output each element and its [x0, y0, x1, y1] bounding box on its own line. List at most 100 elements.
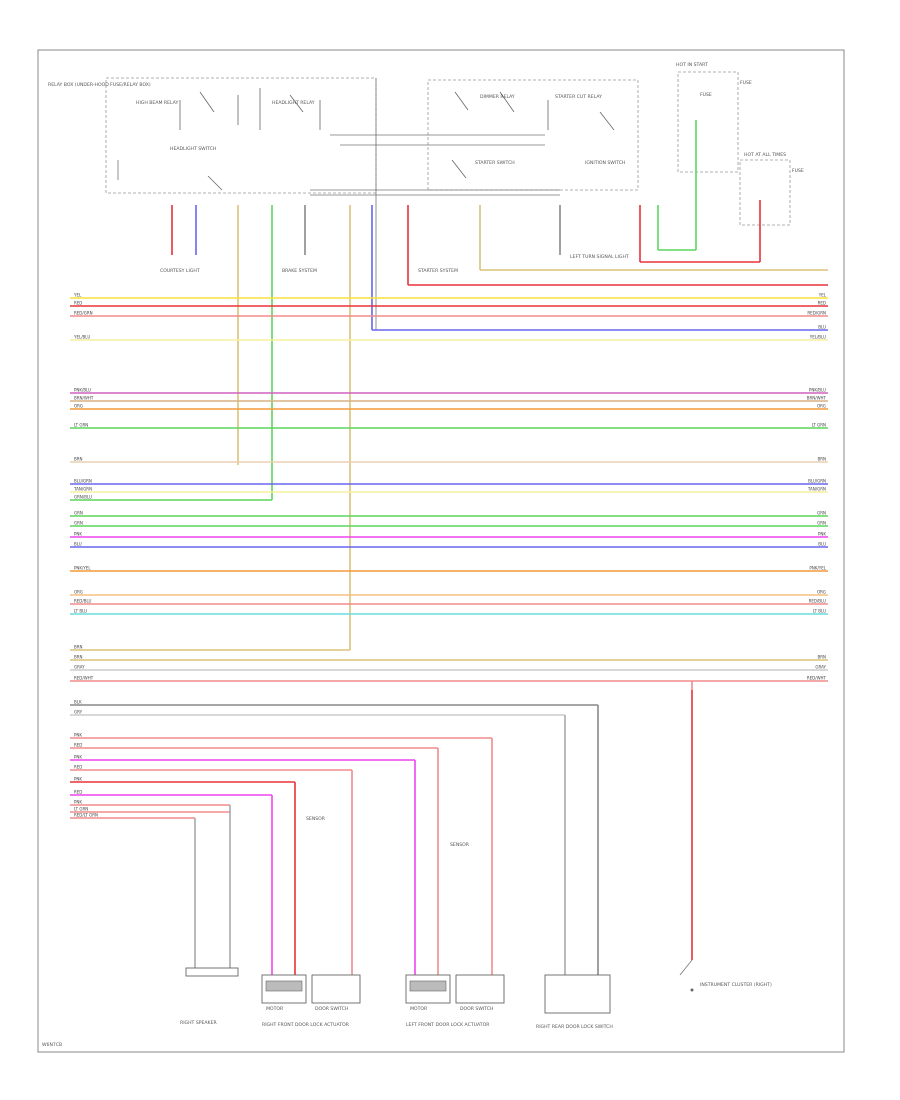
wire-label-left-gry: GRY — [74, 710, 83, 715]
page-code: W6N7CB — [42, 1042, 62, 1048]
wire-label-left-red-grn: RED/GRN — [74, 311, 93, 316]
wire-label-right-tan-grn: TAN/GRN — [807, 487, 826, 492]
right-front-switch — [311, 974, 361, 1004]
wire-label-left-pnk5: PNK — [74, 800, 82, 805]
fuse-b-label: FUSE — [740, 80, 752, 86]
wire-label-right-red-blu: RED/BLU — [809, 599, 827, 604]
wire-label-left-blu2: BLU — [74, 542, 82, 547]
wire-label-left-grn-blu: GRN/BLU — [74, 495, 92, 500]
bottom-components — [185, 959, 694, 1014]
wire-label-right-grn: GRN — [817, 511, 826, 516]
wire-label-left-red-ltgrn: RED/LT GRN — [74, 813, 98, 818]
sensor-a-label: SENSOR — [306, 816, 326, 822]
wire-label-right-org2: ORG — [817, 590, 826, 595]
wire-label-left-org2: ORG — [74, 590, 83, 595]
wire-label-right-lt-blu: LT BLU — [813, 609, 826, 614]
relay-switch-glyphs — [179, 88, 615, 191]
right-speaker-label: RIGHT SPEAKER — [180, 1020, 217, 1026]
right-front-actuator-label: RIGHT FRONT DOOR LOCK ACTUATOR — [262, 1022, 350, 1028]
wire-label-left-yel: YEL — [73, 293, 82, 298]
courtesy-light-label: COURTESY LIGHT — [160, 268, 200, 274]
right-cluster-label: INSTRUMENT CLUSTER (RIGHT) — [700, 982, 772, 988]
wire-label-right-blu: BLU — [818, 325, 826, 330]
motor-a-label: MOTOR — [266, 1006, 284, 1012]
wire-label-right-red-wht: RED/WHT — [807, 676, 827, 681]
component-labels: RELAY BOX (UNDER-HOOD FUSE/RELAY BOX) HI… — [42, 62, 804, 1048]
wire-label-right-pnk-yel: PNK/YEL — [809, 566, 826, 571]
wire-label-right-blu2: BLU — [818, 542, 826, 547]
sensor-b-label: SENSOR — [450, 842, 470, 848]
wire-label-left-blu-grn: BLU/GRN — [74, 479, 92, 484]
fuse-a-label: FUSE — [700, 92, 712, 98]
wire-label-left-pnk3: PNK — [74, 755, 82, 760]
wire-label-left-red: RED — [74, 301, 82, 306]
wire-label-right-pnk-blu: PNK/BLU — [809, 388, 826, 393]
switch-b-label: DOOR SWITCH — [460, 1006, 493, 1012]
wire-label-right-pnk: PNK — [818, 532, 826, 537]
wire-label-right-gray: GRAY — [815, 665, 826, 670]
hot-in-start-label: HOT IN START — [676, 62, 708, 68]
wire-label-left-lt-blu: LT BLU — [74, 609, 87, 614]
wire-label-right-yel-blu: YEL/BLU — [809, 335, 826, 340]
wire-label-left-pnk-yel: PNK/YEL — [74, 566, 91, 571]
starter-switch-label: STARTER SWITCH — [475, 160, 515, 166]
lower-drops — [70, 649, 693, 975]
wire-label-right-brn-wht: BRN/WHT — [807, 396, 827, 401]
dimmer-relay-label: DIMMER RELAY — [480, 94, 515, 100]
left-front-switch — [455, 974, 505, 1004]
wire-label-left-lt-grn: LT GRN — [74, 423, 88, 428]
wire-label-left-pnk4: PNK — [74, 777, 82, 782]
wire-label-left-red2: RED — [74, 743, 82, 748]
left-turn-light-label: LEFT TURN SIGNAL LIGHT — [570, 254, 629, 260]
wire-label-right-brn3: BRN — [817, 655, 826, 660]
relay-block-note: RELAY BOX (UNDER-HOOD FUSE/RELAY BOX) — [48, 82, 151, 88]
starter-cut-relay-label: STARTER CUT RELAY — [555, 94, 602, 100]
fuse-box-top — [677, 71, 739, 173]
right-rear-lock-label: RIGHT REAR DOOR LOCK SWITCH — [536, 1024, 613, 1030]
wire-label-left-gray: GRAY — [74, 665, 85, 670]
fuse-box-side — [739, 159, 791, 226]
wire-label-left-brn: BRN — [74, 457, 83, 462]
fuse-c-label: FUSE — [792, 168, 804, 174]
bus-wires — [70, 297, 828, 819]
wire-label-right-yel: YEL — [818, 293, 827, 298]
wire-label-left-org: ORG — [74, 404, 83, 409]
headlight-relay-label: HEADLIGHT RELAY — [272, 100, 315, 106]
wire-label-right-blu-grn: BLU/GRN — [808, 479, 826, 484]
wire-label-right-lt-grn: LT GRN — [812, 423, 826, 428]
wire-label-left-tan-grn: TAN/GRN — [73, 487, 92, 492]
right-speaker-box — [185, 967, 239, 977]
wire-label-right-org: ORG — [817, 404, 826, 409]
wire-label-left-red4: RED — [74, 790, 82, 795]
top-drops — [171, 120, 761, 650]
wire-label-left-brn-wht: BRN/WHT — [74, 396, 94, 401]
wire-label-left-pnk-blu: PNK/BLU — [74, 388, 91, 393]
wire-label-left-pnk2: PNK — [74, 733, 82, 738]
diagram-frame — [37, 49, 845, 1053]
wire-label-right-grn2: GRN — [817, 521, 826, 526]
left-front-actuator-label: LEFT FRONT DOOR LOCK ACTUATOR — [406, 1022, 490, 1028]
hot-at-all-times-label: HOT AT ALL TIMES — [744, 152, 786, 158]
right-rear-lock-box — [544, 974, 611, 1014]
ignition-switch-label: IGNITION SWITCH — [585, 160, 625, 166]
wire-label-left-grn: GRN — [74, 511, 83, 516]
wire-label-left-red-blu: RED/BLU — [74, 599, 92, 604]
wire-label-left-grn2: GRN — [74, 521, 83, 526]
high-beam-relay-label: HIGH BEAM RELAY — [136, 100, 178, 106]
wire-label-right-red-grn: RED/GRN — [807, 311, 826, 316]
wire-label-left-red3: RED — [74, 765, 82, 770]
wire-label-left-red-wht: RED/WHT — [74, 676, 94, 681]
wire-label-left-pnk: PNK — [74, 532, 82, 537]
headlight-switch-label: HEADLIGHT SWITCH — [170, 146, 216, 152]
wire-label-left-brn2: BRN — [74, 645, 83, 650]
wire-label-left-blk: BLK — [74, 700, 82, 705]
starter-system-label: STARTER SYSTEM — [418, 268, 458, 274]
wire-label-right-red: RED — [818, 301, 826, 306]
wire-label-left-brn3: BRN — [74, 655, 83, 660]
motor-b-label: MOTOR — [410, 1006, 428, 1012]
relay-block — [105, 77, 377, 194]
brake-system-label: BRAKE SYSTEM — [282, 268, 317, 274]
wire-label-right-brn: BRN — [817, 457, 826, 462]
